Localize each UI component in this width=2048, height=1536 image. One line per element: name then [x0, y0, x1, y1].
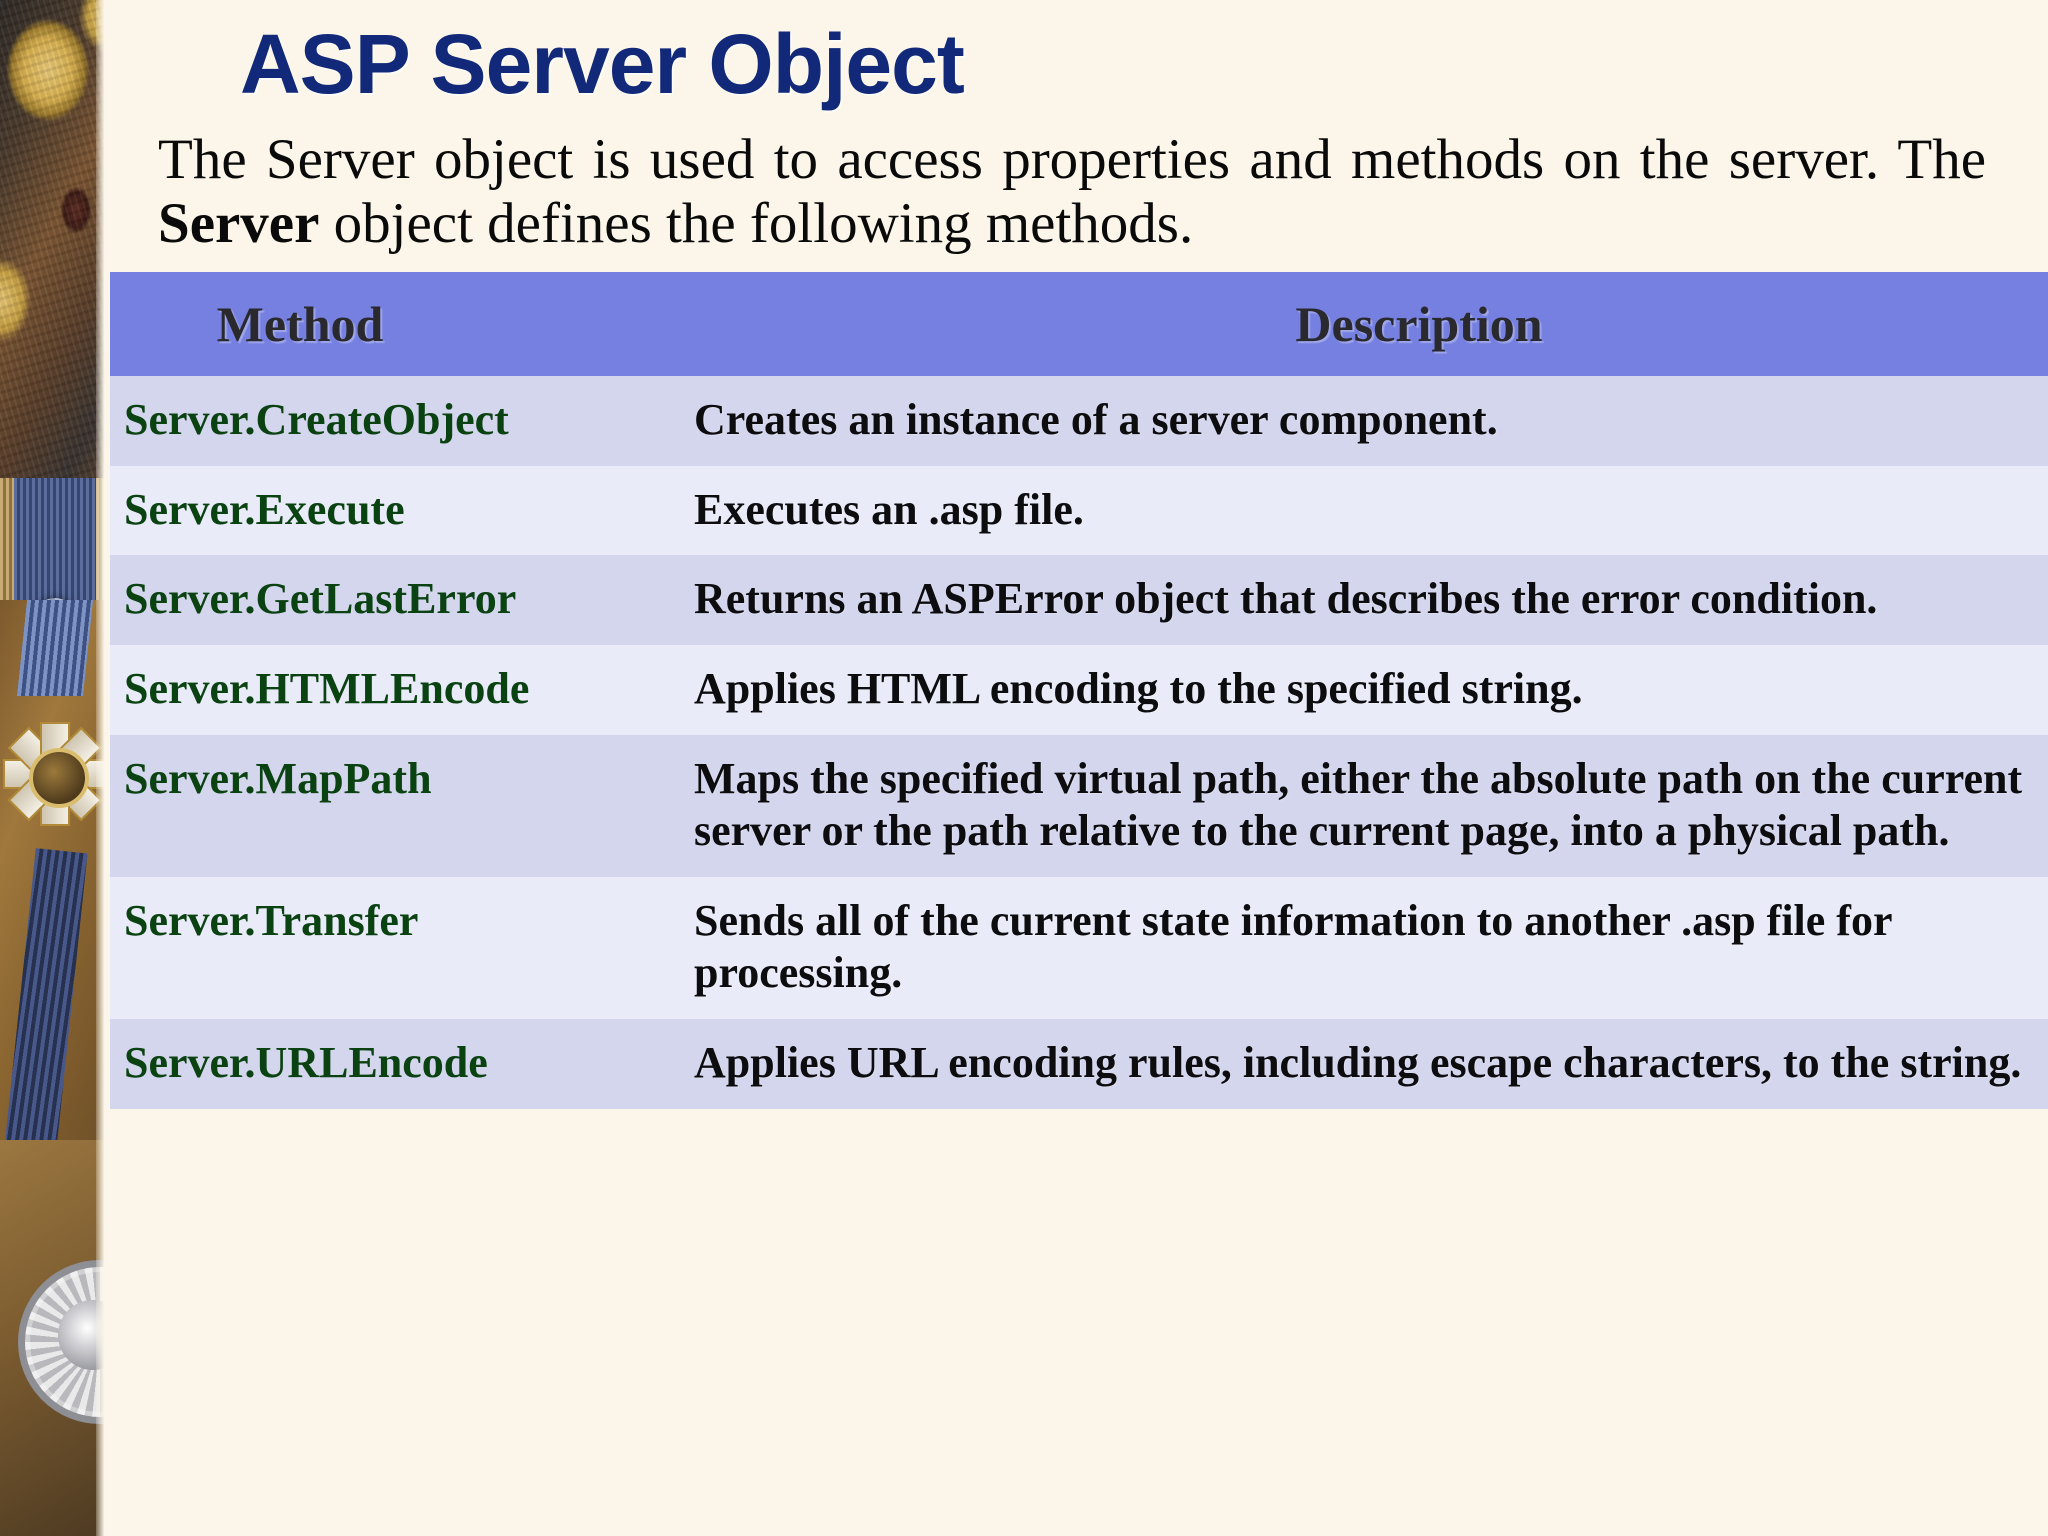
- method-name: Server.MapPath: [110, 735, 670, 878]
- method-description: Applies HTML encoding to the specified s…: [670, 645, 2048, 736]
- table-header-row: Method Description: [110, 271, 2048, 376]
- method-description: Maps the specified virtual path, either …: [670, 735, 2048, 878]
- intro-paragraph: The Server object is used to access prop…: [158, 128, 1986, 256]
- table-row: Server.GetLastError Returns an ASPError …: [110, 555, 2048, 646]
- methods-table: Method Description Server.CreateObject C…: [110, 271, 2048, 1109]
- strip-edge-divider: [96, 0, 110, 1536]
- method-description: Returns an ASPError object that describe…: [670, 555, 2048, 646]
- slide-content: ASP Server Object The Server object is u…: [110, 0, 2048, 1536]
- intro-bold-server: Server: [158, 191, 320, 255]
- intro-text-part2: object defines the following methods.: [319, 191, 1194, 255]
- table-row: Server.Execute Executes an .asp file.: [110, 465, 2048, 556]
- intro-text-part1: The Server object is used to access prop…: [158, 128, 1986, 191]
- method-description: Applies URL encoding rules, including es…: [670, 1018, 2048, 1109]
- table-row: Server.Transfer Sends all of the current…: [110, 877, 2048, 1019]
- table-row: Server.MapPath Maps the specified virtua…: [110, 735, 2048, 878]
- medal-cross-image: [0, 600, 110, 1160]
- wood-bark-texture-image: [0, 0, 110, 700]
- method-name: Server.GetLastError: [110, 555, 670, 646]
- method-name: Server.URLEncode: [110, 1018, 670, 1109]
- medal-ribbon-top: [16, 600, 94, 696]
- column-header-method: Method: [110, 271, 670, 376]
- method-description: Executes an .asp file.: [670, 465, 2048, 556]
- page-title: ASP Server Object: [240, 17, 965, 111]
- column-header-description: Description: [670, 271, 2048, 376]
- method-description: Creates an instance of a server componen…: [670, 375, 2048, 466]
- table-body: Server.CreateObject Creates an instance …: [110, 375, 2048, 1109]
- method-name: Server.Transfer: [110, 877, 670, 1019]
- method-description: Sends all of the current state informati…: [670, 877, 2048, 1019]
- table-row: Server.URLEncode Applies URL encoding ru…: [110, 1018, 2048, 1109]
- method-name: Server.Execute: [110, 465, 670, 556]
- decorative-left-strip: [0, 0, 110, 1536]
- compass-image: [0, 1140, 110, 1536]
- table-row: Server.CreateObject Creates an instance …: [110, 375, 2048, 466]
- table-header: Method Description: [110, 271, 2048, 376]
- cross-icon: [2, 684, 108, 864]
- medal-ribbon-tail: [4, 848, 88, 1152]
- method-name: Server.HTMLEncode: [110, 645, 670, 736]
- method-name: Server.CreateObject: [110, 375, 670, 466]
- table-row: Server.HTMLEncode Applies HTML encoding …: [110, 645, 2048, 736]
